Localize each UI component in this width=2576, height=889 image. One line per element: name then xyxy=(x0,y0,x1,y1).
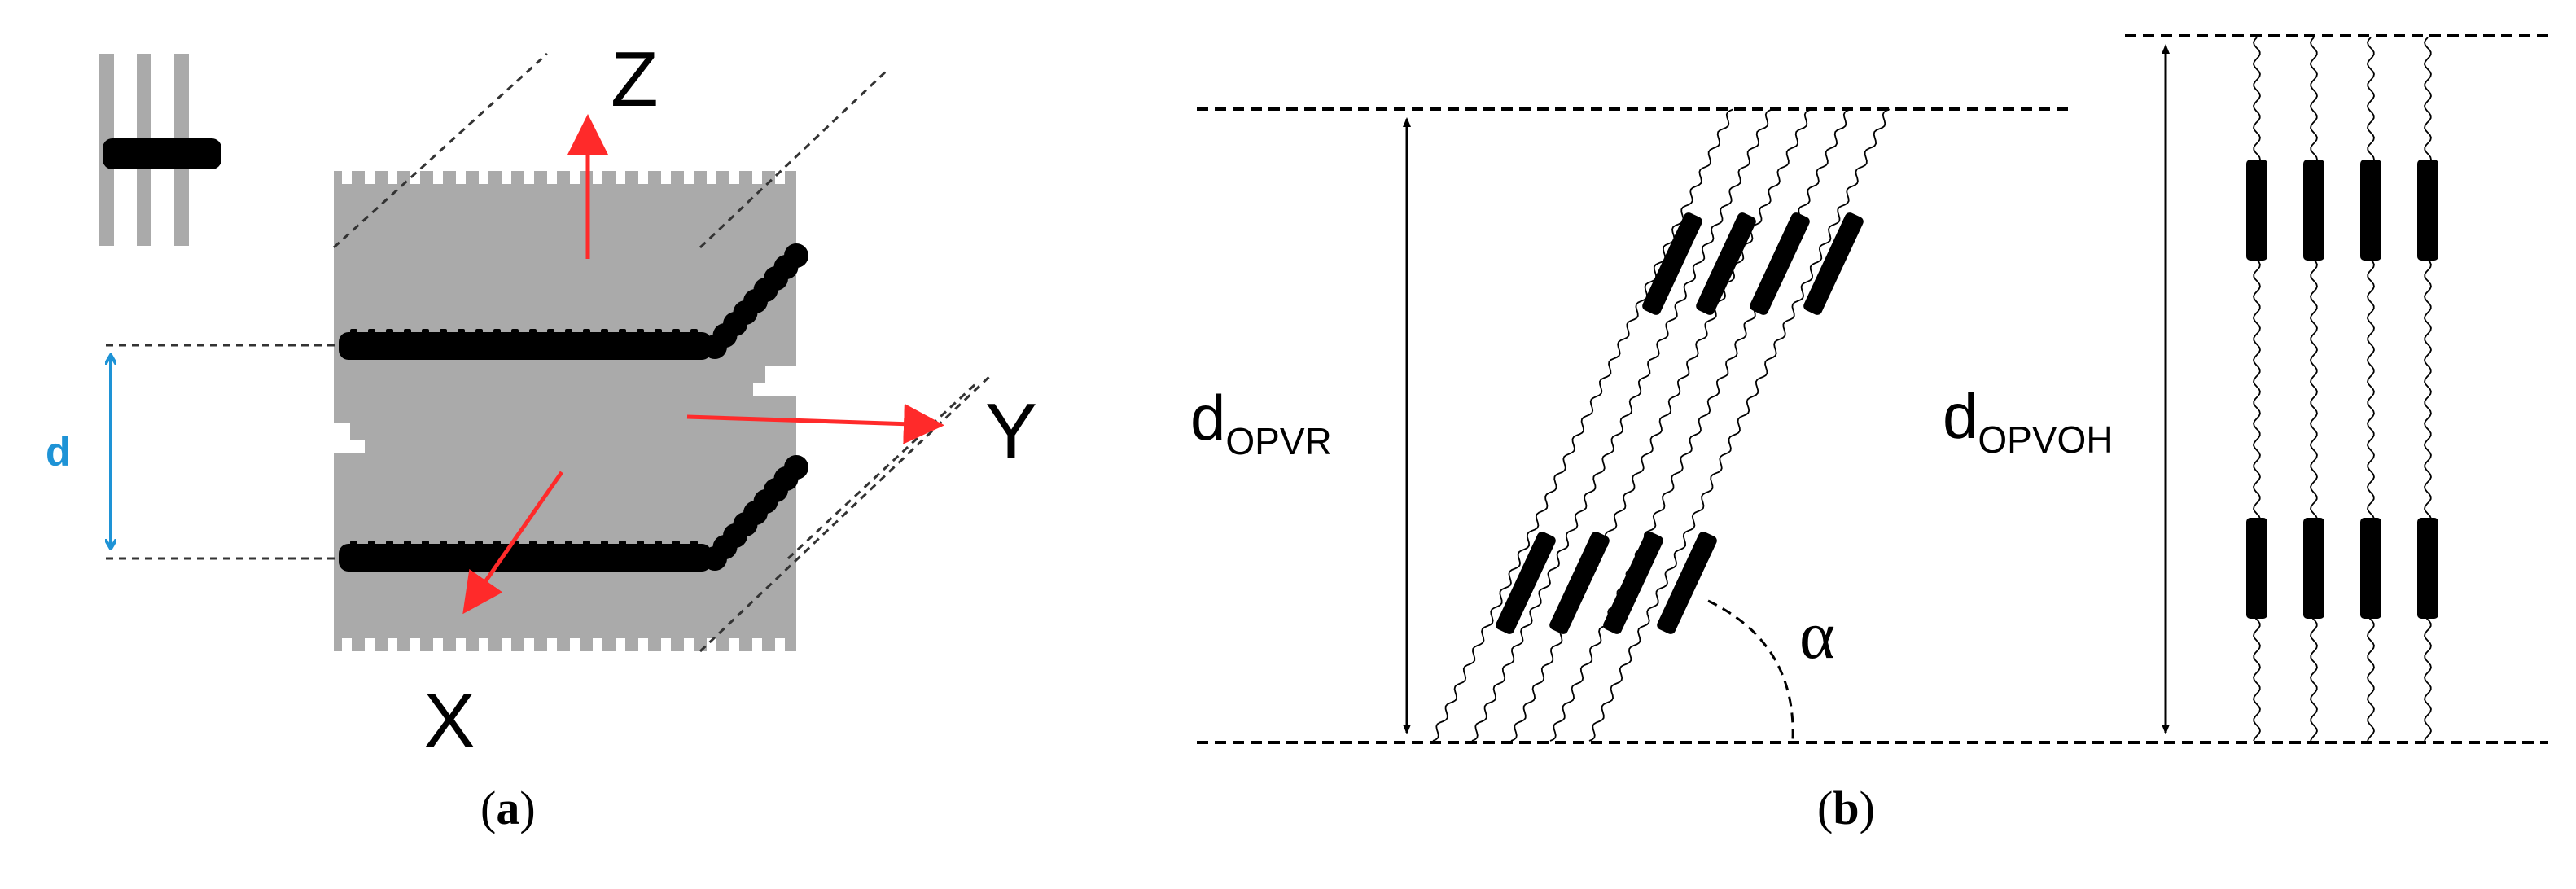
reference-lines xyxy=(1197,34,2548,744)
spacing-guides xyxy=(106,344,339,560)
caption-a: (a) xyxy=(480,782,536,834)
y-axis-arrow xyxy=(686,403,944,444)
tilt-angle-label: α xyxy=(1799,598,1835,673)
tilt-angle-arc xyxy=(1707,599,1794,740)
layered-slab xyxy=(334,171,796,651)
tilted-cores-lower xyxy=(1496,532,1717,634)
panel-a: d Z Y X (a) xyxy=(46,36,1037,834)
x-axis-label: X xyxy=(423,677,475,764)
y-axis-label: Y xyxy=(985,388,1037,475)
dopvr-label: dOPVR xyxy=(1190,382,1332,462)
molecular-layer-lower xyxy=(339,455,808,572)
tilted-cores-upper xyxy=(1642,212,1864,315)
z-axis-label: Z xyxy=(611,36,659,123)
layer-spacing-label: d xyxy=(46,429,71,475)
molecule-legend-icon xyxy=(99,54,221,246)
dopvoh-label: dOPVOH xyxy=(1943,380,2114,461)
perspective-lines xyxy=(332,52,993,653)
upright-cores xyxy=(2246,160,2438,619)
molecular-layer-upper xyxy=(339,243,808,360)
x-axis-arrow xyxy=(462,471,564,615)
panel-b: dOPVR α dOPVOH (b) xyxy=(1190,34,2548,834)
upright-alkyl-chains xyxy=(2253,37,2432,742)
tilted-alkyl-chains xyxy=(1432,108,1890,742)
caption-b: (b) xyxy=(1817,782,1875,834)
